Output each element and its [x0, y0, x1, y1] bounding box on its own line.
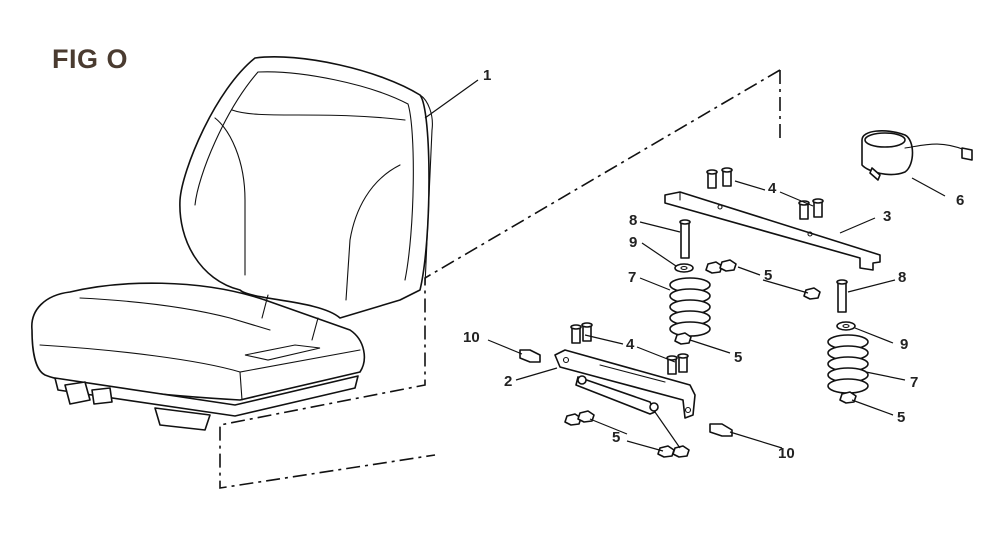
rear-seat-bracket [664, 191, 881, 271]
callout-9-right: 9 [900, 336, 908, 353]
callout-7-left: 7 [628, 269, 636, 286]
callout-5-lower: 5 [612, 429, 620, 446]
callout-10-left: 10 [463, 329, 480, 346]
callout-1: 1 [483, 67, 491, 84]
callout-4-bottom: 4 [626, 336, 635, 353]
callout-5-upper: 5 [764, 267, 772, 284]
callout-6: 6 [956, 192, 964, 209]
callout-8-left: 8 [629, 212, 637, 229]
callout-5-middle: 5 [734, 349, 742, 366]
assembly-guide-lines [219, 69, 781, 489]
figure-title: FIG O [52, 44, 128, 74]
callout-10-right: 10 [778, 445, 795, 462]
shoulder-bolts [519, 349, 733, 437]
callout-3: 3 [883, 208, 891, 225]
springs [669, 277, 869, 394]
leader-lines [424, 79, 946, 452]
callout-5-right: 5 [897, 409, 905, 426]
callout-labels: 1 2 3 4 4 5 5 5 5 6 7 7 8 8 9 9 10 10 [463, 67, 964, 462]
callout-4-top: 4 [768, 180, 777, 197]
bolts [679, 219, 848, 313]
screws-top [706, 167, 824, 220]
front-seat-bracket [554, 349, 696, 419]
callout-7-right: 7 [910, 374, 918, 391]
seat-assembly [31, 56, 433, 431]
washers [674, 263, 856, 331]
callout-8-right: 8 [898, 269, 906, 286]
callout-2: 2 [504, 373, 512, 390]
seat-switch [861, 130, 973, 181]
callout-9-left: 9 [629, 234, 637, 251]
